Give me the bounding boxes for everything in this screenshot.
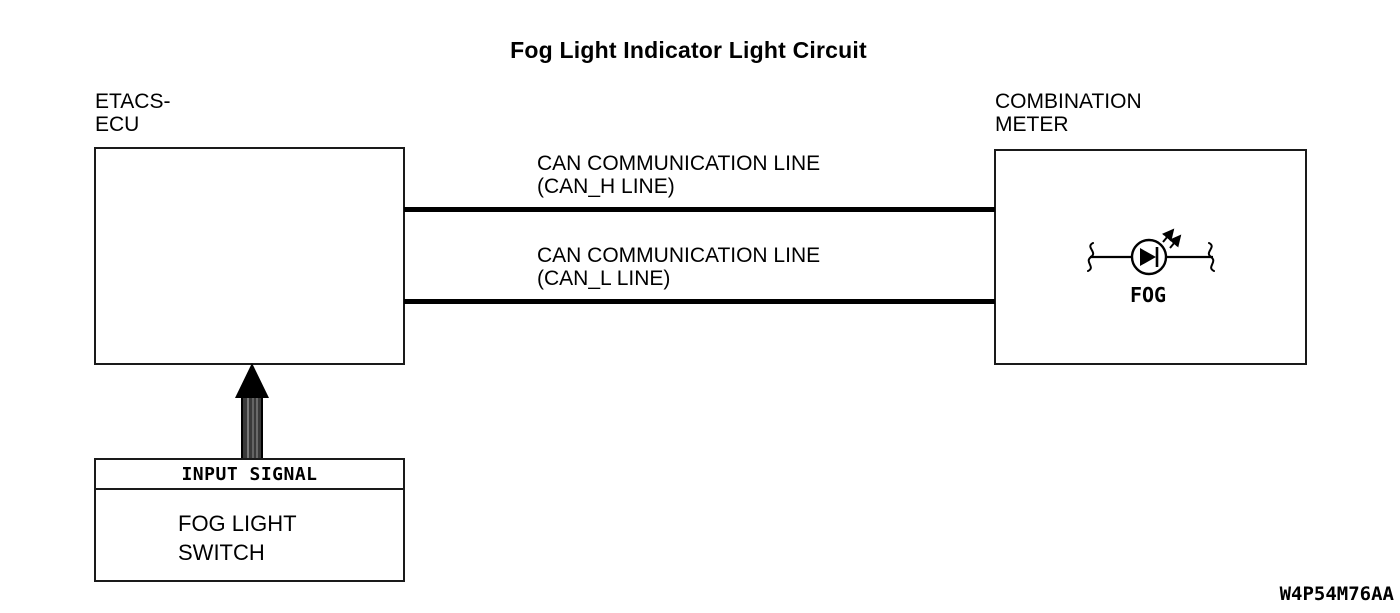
fog-light-switch-box: INPUT SIGNAL FOG LIGHT SWITCH [94, 458, 405, 582]
wire-break-left [1087, 242, 1095, 272]
wire-break-right [1207, 242, 1215, 272]
light-ray-arrow [1168, 234, 1182, 249]
combination-meter-label: COMBINATION METER [995, 90, 1142, 136]
arrow-head [235, 363, 269, 398]
can-l-line-label: CAN COMMUNICATION LINE (CAN_L LINE) [537, 244, 821, 290]
can-h-line-label: CAN COMMUNICATION LINE (CAN_H LINE) [537, 152, 821, 198]
fog-indicator-label: FOG [1129, 283, 1167, 307]
fog-light-switch-label: FOG LIGHT SWITCH [178, 511, 297, 565]
etacs-ecu-box [94, 147, 405, 365]
can-l-wire [404, 299, 995, 304]
led-indicator-icon [1087, 228, 1215, 276]
input-signal-header: INPUT SIGNAL [96, 460, 403, 490]
figure-code: W4P54M76AA [1279, 583, 1394, 605]
input-signal-arrow-icon [235, 363, 269, 460]
diagram-title: Fog Light Indicator Light Circuit [510, 37, 867, 63]
can-h-wire [404, 207, 995, 212]
etacs-ecu-label: ETACS- ECU [95, 90, 171, 136]
arrow-shaft [241, 395, 263, 460]
diode-triangle [1140, 248, 1156, 266]
light-ray-arrow [1161, 228, 1175, 243]
